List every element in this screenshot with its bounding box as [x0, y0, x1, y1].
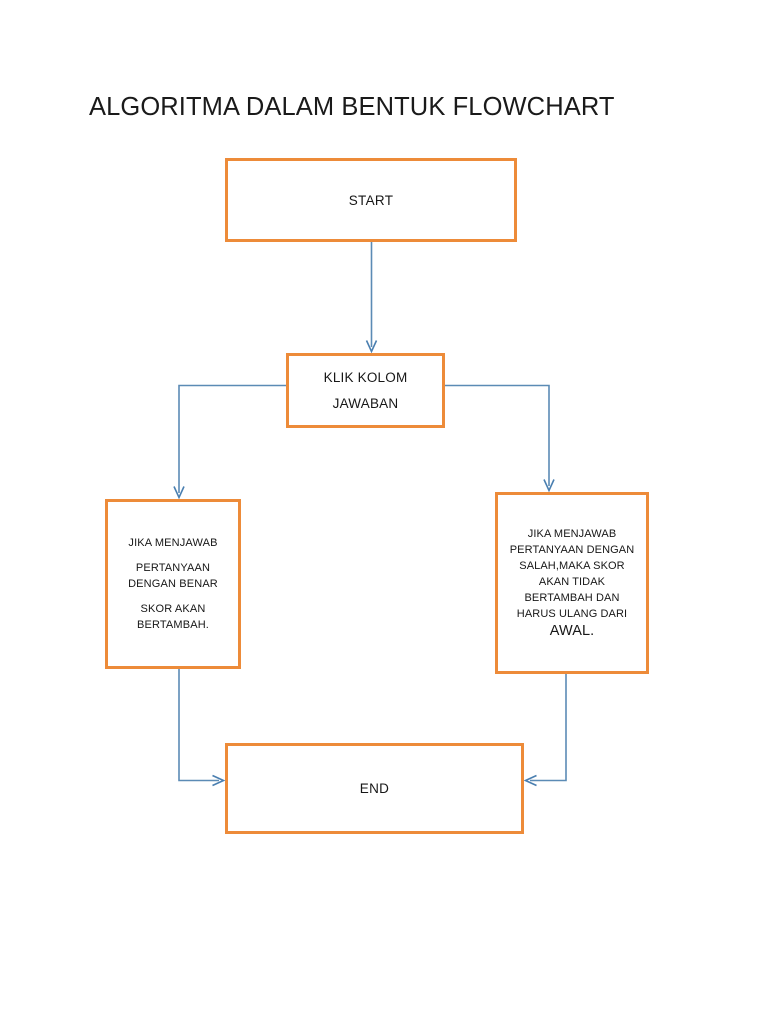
- node-jawab-benar-line-1: JIKA MENJAWAB: [128, 536, 218, 549]
- connector-start-to-klik-kolom: [365, 241, 378, 354]
- node-jawab-salah-line-1: JIKA MENJAWAB: [527, 527, 617, 540]
- node-klik-kolom-label-line-2: JAWABAN: [332, 396, 399, 412]
- flowchart-node-start[interactable]: START: [225, 158, 517, 242]
- node-start-label: START: [348, 192, 394, 208]
- connector-jawab-salah-to-end: [523, 674, 567, 787]
- connector-jawab-benar-to-end: [178, 669, 226, 787]
- node-jawab-benar-line-4: SKOR AKAN: [140, 603, 206, 616]
- node-jawab-salah-line-7: AWAL.: [549, 622, 595, 639]
- connector-klik-kolom-to-jawab-salah: [445, 384, 555, 493]
- page-title: ALGORITMA DALAM BENTUK FLOWCHART: [89, 93, 615, 121]
- node-klik-kolom-label-line-1: KLIK KOLOM: [323, 369, 408, 385]
- node-jawab-salah-line-5: BERTAMBAH DAN: [524, 591, 620, 604]
- node-jawab-salah-line-4: AKAN TIDAK: [538, 575, 606, 588]
- flowchart-node-klik-kolom[interactable]: KLIK KOLOM JAWABAN: [286, 353, 445, 428]
- flowchart-node-jawab-benar[interactable]: JIKA MENJAWAB PERTANYAAN DENGAN BENAR SK…: [105, 499, 241, 669]
- node-jawab-salah-line-6: HARUS ULANG DARI: [516, 607, 628, 620]
- node-jawab-benar-line-5: BERTAMBAH.: [137, 619, 209, 632]
- connector-klik-kolom-to-jawab-benar: [173, 384, 286, 500]
- node-end-label: END: [359, 781, 390, 796]
- node-jawab-benar-line-2: PERTANYAAN: [135, 562, 211, 574]
- flowchart-node-end[interactable]: END: [225, 743, 524, 834]
- node-jawab-salah-line-3: SALAH,MAKA SKOR: [519, 559, 625, 572]
- node-jawab-salah-line-2: PERTANYAAN DENGAN: [509, 543, 635, 556]
- node-jawab-benar-line-3: DENGAN BENAR: [128, 578, 218, 590]
- flowchart-node-jawab-salah[interactable]: JIKA MENJAWAB PERTANYAAN DENGAN SALAH,MA…: [495, 492, 649, 674]
